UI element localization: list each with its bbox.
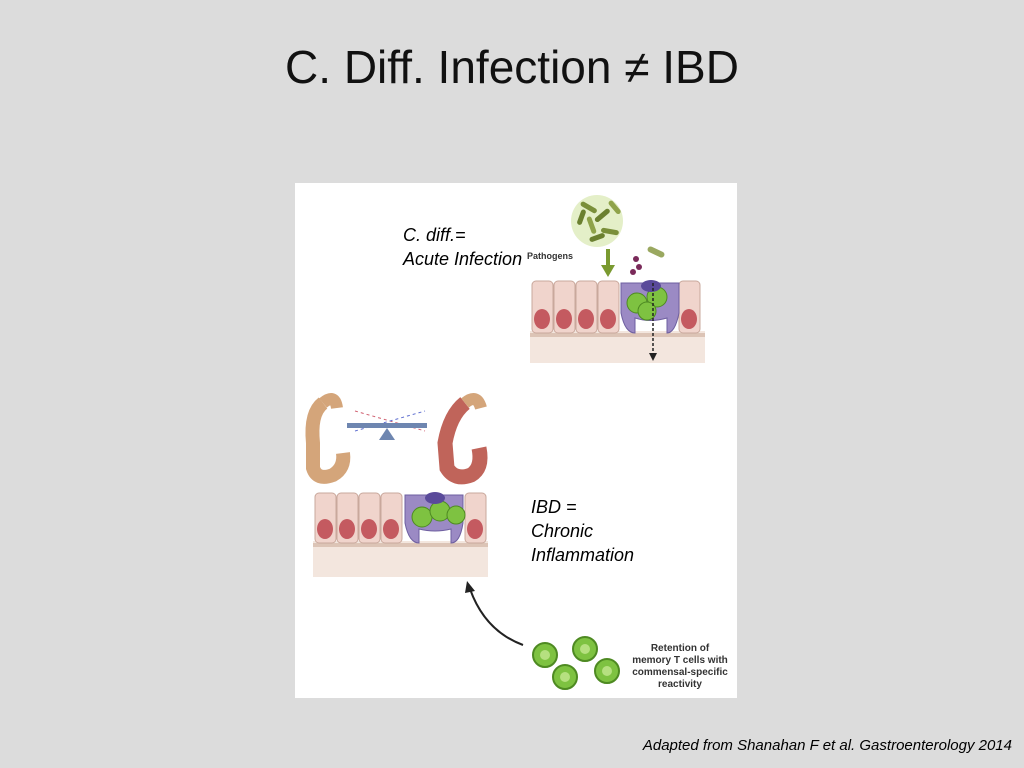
retention-line: commensal-specific <box>632 667 728 678</box>
retention-line: memory T cells with <box>632 655 728 666</box>
retention-line: reactivity <box>658 679 702 690</box>
cdiff-label: C. diff.= Acute Infection <box>403 223 522 271</box>
pathogen-cluster <box>571 195 623 247</box>
slide-title: C. Diff. Infection ≠ IBD <box>285 41 739 93</box>
ibd-label-line1: IBD = <box>531 497 577 517</box>
colon-left-icon <box>305 393 351 484</box>
cdiff-label-line2: Acute Infection <box>403 249 523 269</box>
figure-panel: C. diff.= Acute Infection Pathogens IBD … <box>295 183 737 698</box>
epithelium-bottom <box>313 492 488 577</box>
retention-line: Retention of <box>650 643 710 654</box>
pathogens-label: Pathogens <box>527 251 574 261</box>
balance-scale-icon <box>347 410 427 440</box>
ibd-label-line3: Inflammation <box>531 545 635 565</box>
epithelium-top <box>530 280 705 363</box>
retention-label: Retention of memory T cells with commens… <box>623 643 737 691</box>
ibd-label-line2: Chronic <box>531 521 594 541</box>
curved-arrow-icon <box>465 581 475 593</box>
cdiff-label-line1: C. diff.= <box>403 225 466 245</box>
ibd-label: IBD = Chronic Inflammation <box>531 495 634 567</box>
citation: Adapted from Shanahan F et al. Gastroent… <box>642 737 1012 754</box>
memory-t-cells <box>532 636 620 690</box>
colon-right-icon <box>437 393 488 485</box>
figure-illustration <box>305 195 705 690</box>
arrow-down-icon <box>601 265 615 277</box>
